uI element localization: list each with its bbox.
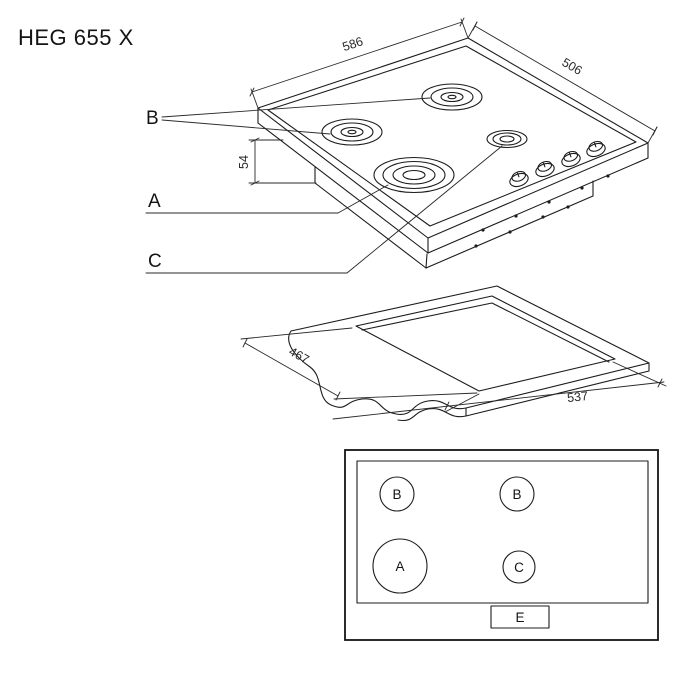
dim-467-label: 467 (286, 344, 311, 367)
burner-right-small (486, 129, 528, 149)
schematic-hob-surface (356, 460, 649, 604)
schematic-outer-frame (344, 449, 659, 641)
schematic-burner-top-left-label: B (392, 487, 401, 502)
worktop-outline (288, 285, 650, 422)
burner-back-left (321, 118, 383, 146)
control-knobs (509, 140, 606, 188)
schematic-control-box: E (490, 605, 550, 629)
label-b: B (146, 108, 159, 129)
iso-view: 586 506 54 B A (145, 17, 658, 274)
model-title: HEG 655 X (18, 25, 134, 50)
hob-underbox (314, 166, 594, 269)
dimension-height-54: 54 (237, 137, 317, 186)
schematic-burner-bottom-left-label: A (395, 559, 404, 574)
burner-center-large (373, 156, 455, 194)
schematic-burner-top-left: B (379, 476, 415, 512)
schematic-burner-bottom-right-label: C (514, 560, 524, 575)
cutout-hole (355, 295, 616, 392)
front-panel-dots (474, 174, 610, 248)
schematic-burner-bottom-right: C (502, 550, 536, 584)
label-c: C (148, 251, 162, 272)
callout-a: A (145, 184, 389, 214)
cutout-view: 467 537 (240, 285, 667, 422)
dim-537-label: 537 (566, 389, 588, 405)
burner-back-right (421, 83, 483, 111)
callout-b: B (146, 97, 431, 135)
dimension-depth-506: 506 (467, 21, 658, 144)
schematic-burner-top-right-label: B (512, 487, 521, 502)
label-a: A (148, 191, 161, 212)
dim-586-label: 586 (341, 34, 365, 54)
schematic-control-label: E (515, 610, 524, 625)
dim-54-label: 54 (237, 155, 251, 169)
dimension-cutout-537: 537 (332, 361, 667, 420)
schematic-view: B B A C E (344, 449, 659, 641)
schematic-burner-bottom-left: A (372, 538, 428, 594)
dimension-cutout-467: 467 (240, 327, 478, 401)
schematic-burner-top-right: B (499, 476, 535, 512)
dimension-width-586: 586 (249, 17, 469, 109)
callout-c: C (145, 145, 503, 274)
dim-506-label: 506 (559, 55, 584, 78)
